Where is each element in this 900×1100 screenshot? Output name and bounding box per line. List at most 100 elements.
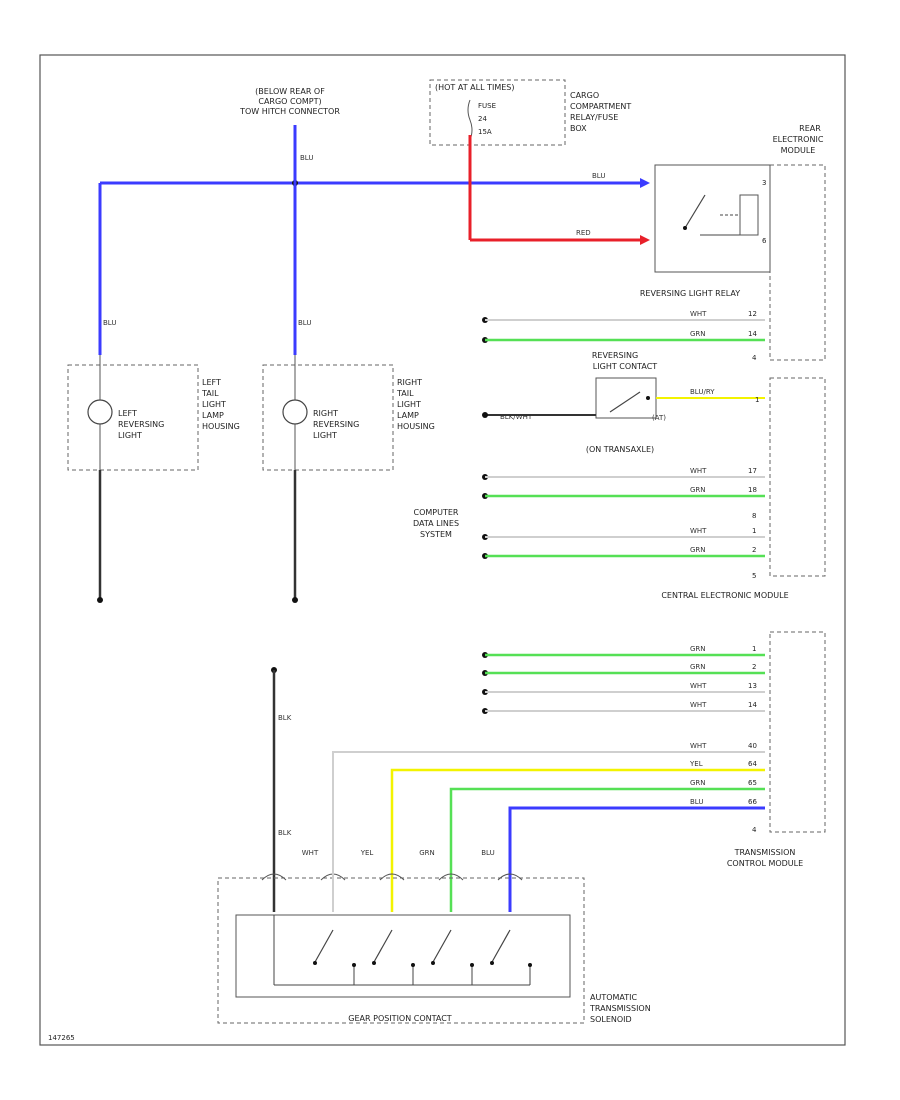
rev-contact-dot	[646, 396, 650, 400]
tcm-pin-h: 66	[748, 798, 757, 806]
ats-label: AUTOMATIC TRANSMISSION SOLENOID	[589, 993, 651, 1024]
right-house-label-4: LAMP	[397, 411, 419, 420]
tcm-grn2-label: GRN	[690, 663, 706, 671]
tcm-label-1: TRANSMISSION	[734, 848, 796, 857]
reversing-light-contact: REVERSING LIGHT CONTACT BLK/WHT BLU/RY (…	[482, 351, 765, 454]
ats-label-1: AUTOMATIC	[590, 993, 638, 1002]
gear-switch-4	[491, 929, 511, 963]
gear-blu-wire	[508, 806, 765, 912]
gear-position-label: GEAR POSITION CONTACT	[348, 1014, 452, 1023]
cem-label: CENTRAL ELECTRONIC MODULE	[661, 591, 788, 600]
cem-grn1-label: GRN	[690, 486, 706, 494]
blu-arrow	[640, 178, 650, 188]
tcm-grn1-label: GRN	[690, 645, 706, 653]
cargo-label-1: CARGO	[570, 91, 599, 100]
rem-pin-a: 3	[762, 179, 766, 187]
tcm-pin-f: 64	[748, 760, 757, 768]
tcm-data-lines: GRN 1 GRN 2 WHT 13 WHT 14	[482, 645, 765, 714]
rev-blk-dot	[482, 412, 488, 418]
gear-blk-ground: BLK BLK	[271, 667, 292, 912]
cargo-label-2: COMPARTMENT	[570, 102, 631, 111]
gear-contact-4-dot	[528, 963, 532, 967]
cem-wht1-label: WHT	[690, 467, 707, 475]
rev-yel-label: BLU/RY	[690, 388, 715, 396]
right-lamp-icon	[282, 399, 308, 425]
gear-grn-wire	[449, 787, 765, 912]
left-house-label-4: LAMP	[202, 411, 224, 420]
right-house-label-5: HOUSING	[397, 422, 435, 431]
cem-pin-e: 1	[752, 527, 756, 535]
right-lamp-label-1: RIGHT	[313, 409, 338, 418]
tcm-pin-a: 1	[752, 645, 756, 653]
comp-label-2: DATA LINES	[413, 519, 459, 528]
rem-pin-c: 12	[748, 310, 757, 318]
cem-pin-f: 2	[752, 546, 756, 554]
cem-pin-d: 8	[752, 512, 756, 520]
left-reversing-light: LEFT REVERSING LIGHT LEFT TAIL LIGHT LAM…	[67, 355, 240, 603]
cem-pin-a: 1	[755, 396, 759, 404]
left-lamp-label-1: LEFT	[118, 409, 137, 418]
rear-electronic-module-box	[769, 164, 826, 361]
fuse-number: 24	[478, 115, 487, 123]
rem-label-2: ELECTRONIC	[773, 135, 824, 144]
rev-contact-label-1: REVERSING	[592, 351, 638, 360]
relay-outline	[654, 164, 771, 273]
ats-label-3: SOLENOID	[590, 1015, 632, 1024]
cem-data-lines: WHT 17 GRN 18 8 WHT 1 GRN 2 5	[482, 467, 765, 580]
hitch-label-line3: TOW HITCH CONNECTOR	[239, 107, 340, 116]
rem-data-lines: WHT 12 GRN 14 4	[482, 310, 765, 362]
cem-pin-b: 17	[748, 467, 757, 475]
cem-pin-g: 5	[752, 572, 756, 580]
relay-switch-contact	[684, 194, 706, 229]
left-house-label-3: LIGHT	[202, 400, 226, 409]
blu-right-label: BLU	[298, 319, 311, 327]
tcm-pin-c: 13	[748, 682, 757, 690]
comp-label-3: SYSTEM	[420, 530, 452, 539]
conn-pin-5	[497, 873, 523, 881]
left-lamp-icon	[87, 399, 113, 425]
left-house-label-2: TAIL	[201, 389, 219, 398]
red-arrow	[640, 235, 650, 245]
tcm-wht2-label: WHT	[690, 701, 707, 709]
gear-switch-1-dot	[313, 961, 317, 965]
diagram-frame	[39, 54, 846, 1046]
rem-pin-b: 6	[762, 237, 767, 245]
fuse-icon	[467, 99, 473, 141]
left-lamp-label-2: REVERSING	[118, 420, 164, 429]
gear-yel-label: YEL	[689, 760, 703, 768]
right-tail-housing-box	[262, 364, 394, 471]
gear-switch-3	[432, 929, 452, 963]
right-reversing-light: RIGHT REVERSING LIGHT RIGHT TAIL LIGHT L…	[262, 355, 435, 603]
rev-blk-label: BLK/WHT	[500, 413, 533, 421]
right-ground-dot	[292, 597, 298, 603]
cargo-relay-fuse-box: (HOT AT ALL TIMES) FUSE 24 15A CARGO COM…	[429, 79, 631, 146]
ats-label-2: TRANSMISSION	[589, 1004, 651, 1013]
rev-contact-switch	[609, 391, 641, 413]
rem-label-3: MODULE	[781, 146, 816, 155]
tcm-pin-g: 65	[748, 779, 757, 787]
gear-blk-label-2: BLK	[278, 829, 292, 837]
gear-wht-wire	[332, 751, 765, 870]
hitch-label-line1: (BELOW REAR OF	[255, 87, 325, 96]
rev-contact-label-2: LIGHT CONTACT	[593, 362, 658, 371]
tcm-wht1-label: WHT	[690, 682, 707, 690]
gear-switch-3-dot	[431, 961, 435, 965]
relay-label: REVERSING LIGHT RELAY	[640, 289, 740, 298]
gear-contact-inner-box	[235, 914, 571, 998]
left-lamp-label-3: LIGHT	[118, 431, 142, 440]
right-lamp-label-3: LIGHT	[313, 431, 337, 440]
blu-wire-label: BLU	[592, 172, 605, 180]
conn-pin-1	[261, 873, 287, 881]
blu-hitch-label: BLU	[300, 154, 313, 162]
cem-wht2-label: WHT	[690, 527, 707, 535]
cem-grn2-label: GRN	[690, 546, 706, 554]
right-lamp-label-2: REVERSING	[313, 420, 359, 429]
fuse-rating: 15A	[478, 128, 492, 136]
computer-data-lines-label: COMPUTER DATA LINES SYSTEM	[413, 508, 459, 539]
rem-label-1: REAR	[799, 124, 821, 133]
conn-grn-label: GRN	[419, 849, 435, 857]
relay-pivot-dot	[683, 226, 687, 230]
tcm-pin-b: 2	[752, 663, 756, 671]
conn-pin-4	[438, 873, 464, 881]
right-house-label-3: LIGHT	[397, 400, 421, 409]
